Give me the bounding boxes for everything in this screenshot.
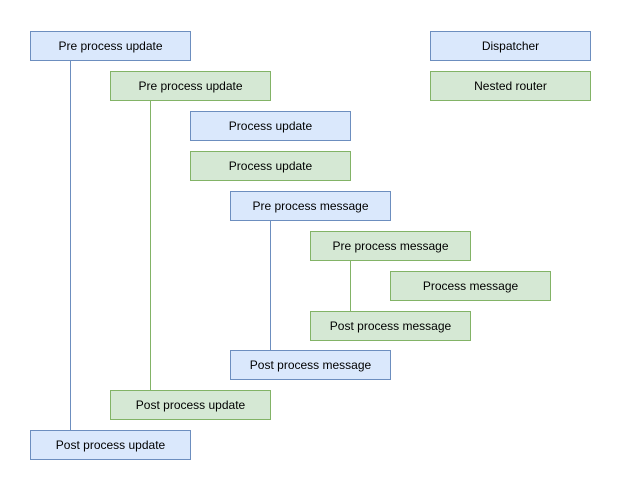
node-pre-process-message: Pre process message bbox=[310, 231, 471, 261]
node-pre-process-message: Pre process message bbox=[230, 191, 391, 221]
node-label: Pre process update bbox=[138, 79, 243, 93]
node-post-process-message: Post process message bbox=[230, 350, 391, 380]
node-pre-process-update: Pre process update bbox=[30, 31, 191, 61]
node-label: Post process message bbox=[249, 358, 372, 372]
connector-line bbox=[270, 221, 271, 350]
legend-item-nested-router: Nested router bbox=[430, 71, 591, 101]
node-label: Post process message bbox=[329, 319, 452, 333]
node-process-update: Process update bbox=[190, 111, 351, 141]
connector-line bbox=[70, 61, 71, 430]
connector-line bbox=[350, 261, 351, 311]
node-label: Post process update bbox=[55, 438, 166, 452]
node-label: Pre process message bbox=[252, 199, 369, 213]
legend-item-dispatcher: Dispatcher bbox=[430, 31, 591, 61]
node-label: Process message bbox=[422, 279, 519, 293]
node-label: Pre process message bbox=[332, 239, 449, 253]
legend-item-label: Nested router bbox=[474, 79, 547, 93]
node-post-process-message: Post process message bbox=[310, 311, 471, 341]
legend-item-label: Dispatcher bbox=[481, 39, 540, 53]
node-post-process-update: Post process update bbox=[30, 430, 191, 460]
node-post-process-update: Post process update bbox=[110, 390, 271, 420]
node-label: Post process update bbox=[135, 398, 246, 412]
connector-line bbox=[150, 101, 151, 390]
node-label: Process update bbox=[228, 159, 313, 173]
node-process-message: Process message bbox=[390, 271, 551, 301]
node-process-update: Process update bbox=[190, 151, 351, 181]
node-pre-process-update: Pre process update bbox=[110, 71, 271, 101]
node-label: Process update bbox=[228, 119, 313, 133]
node-label: Pre process update bbox=[58, 39, 163, 53]
